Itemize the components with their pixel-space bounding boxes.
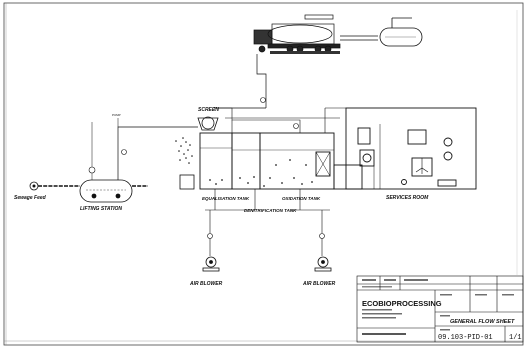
air-line-left: [205, 189, 256, 256]
truck-discharge-pipe: [256, 54, 267, 108]
screen-label: SCREEN: [198, 107, 219, 113]
air-blower-right: [314, 256, 332, 272]
drawing-title: GENERAL FLOW SHEET: [450, 319, 515, 325]
drawing-number: 09.103-PID-01: [438, 334, 493, 342]
tank-train: [199, 132, 363, 190]
sheet-number: 1/1: [509, 334, 522, 342]
screen-unit: SCREEN: [175, 107, 219, 164]
screenings-bin: [179, 174, 195, 190]
feed-riser-pipe: [117, 126, 198, 180]
title-block: [356, 275, 524, 343]
company-name: ECOBIOPROCESSING: [362, 299, 442, 308]
storage-tank: [379, 17, 423, 47]
sewage-feed-inlet: [29, 181, 148, 191]
oxidation-tank-label: OXIDATION TANK: [282, 196, 321, 201]
tanker-truck: [253, 14, 378, 54]
air-line-right: [290, 189, 330, 256]
services-room: [345, 107, 477, 190]
title-block-small-text: [362, 279, 514, 335]
air-blower-right-label: AIR BLOWER: [302, 281, 336, 287]
services-room-label: SERVICES ROOM: [386, 195, 429, 201]
denitrification-tank-label: DENITRIFICATION TANK: [244, 208, 297, 213]
tank-contents: [209, 159, 313, 187]
lifting-station-label: LIFTING STATION: [80, 206, 122, 212]
svg-text:PUMP: PUMP: [112, 113, 121, 117]
lifting-station: [79, 179, 133, 203]
air-blower-left: [202, 256, 220, 272]
equalisation-tank-label: EQUALISATION TANK: [202, 196, 250, 201]
sewage-feed-label: Sewage Feed: [14, 195, 47, 201]
drawing-frame: [3, 2, 524, 346]
air-blower-left-label: AIR BLOWER: [189, 281, 223, 287]
